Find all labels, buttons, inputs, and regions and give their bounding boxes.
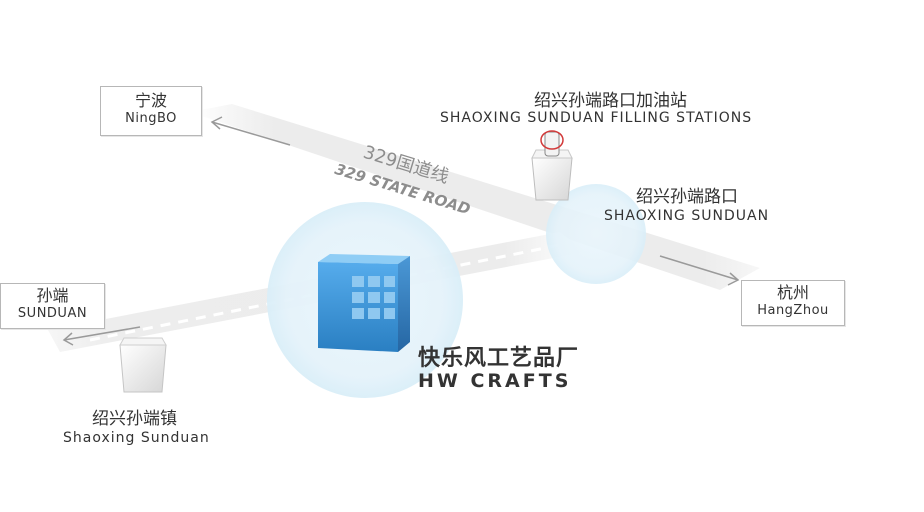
arrow-to-sunduan-icon (62, 326, 141, 346)
factory-name-en: HW CRAFTS (418, 370, 572, 392)
arrow-to-hangzhou-icon (659, 255, 740, 286)
junction-name-en: SHAOXING SUNDUAN (604, 208, 770, 224)
filling-station-icon (531, 130, 573, 201)
ningbo-en: NingBO (125, 111, 177, 126)
sunduan-en: SUNDUAN (17, 306, 88, 321)
factory-name-zh: 快乐风工艺品厂 (418, 346, 580, 371)
filling-station-name-zh: 绍兴孙端路口加油站 (534, 91, 687, 111)
place-box-ningbo: 宁波 NingBO (100, 86, 202, 136)
town-name-zh: 绍兴孙端镇 (92, 409, 177, 429)
junction-name-zh: 绍兴孙端路口 (636, 187, 738, 207)
junction-halo (546, 184, 646, 284)
town-name-en: Shaoxing Sunduan (63, 430, 210, 446)
hangzhou-en: HangZhou (757, 303, 829, 318)
filling-station-name-en: SHAOXING SUNDUAN FILLING STATIONS (440, 110, 753, 126)
town-building-icon (119, 337, 167, 393)
factory-building-icon (318, 254, 410, 352)
hangzhou-zh: 杭州 (776, 283, 809, 302)
place-box-sunduan: 孙端 SUNDUAN (0, 283, 105, 329)
sunduan-zh: 孙端 (36, 286, 69, 305)
place-box-hangzhou: 杭州 HangZhou (741, 280, 845, 326)
ningbo-zh: 宁波 (134, 91, 167, 110)
arrow-to-ningbo-icon (210, 116, 291, 146)
